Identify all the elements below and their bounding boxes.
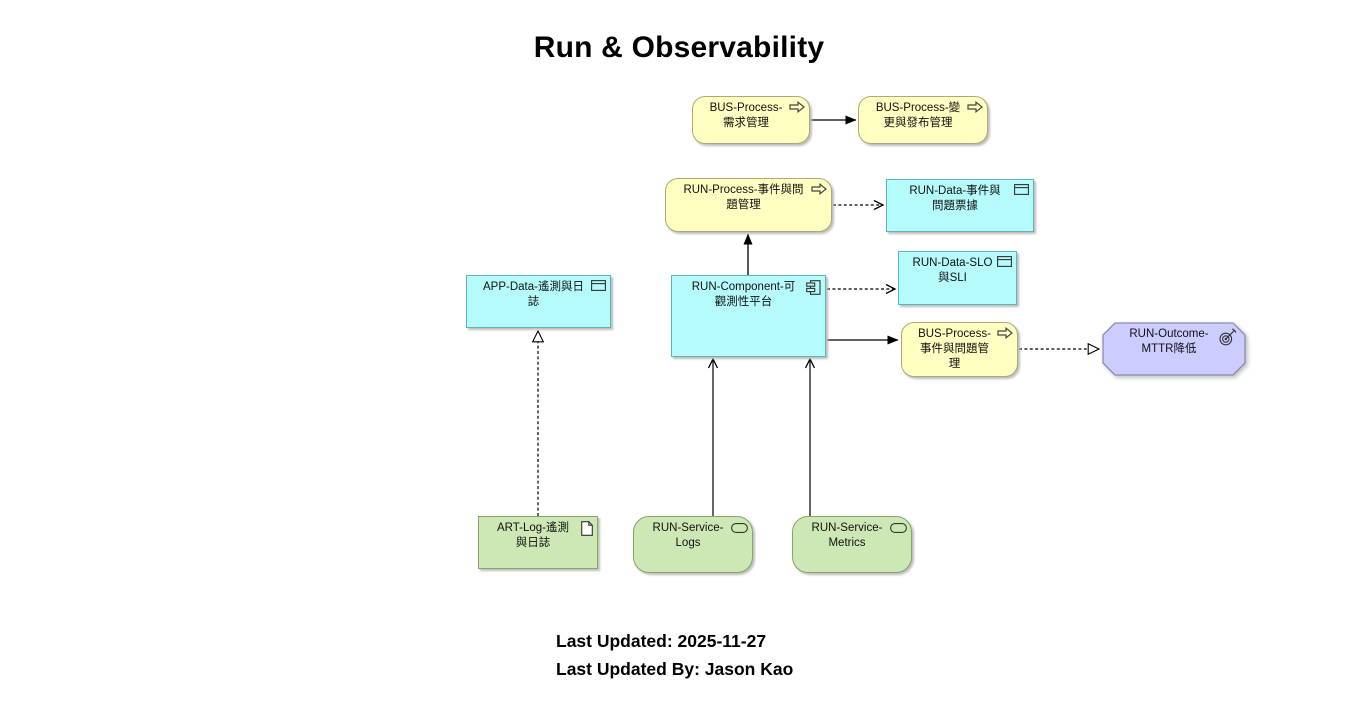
last-updated-by-text: Last Updated By: Jason Kao <box>556 659 794 679</box>
node-run-data-slo-sli[interactable]: RUN-Data-SLO 與SLI <box>898 251 1017 305</box>
node-run-service-metrics[interactable]: RUN-Service- Metrics <box>792 516 912 573</box>
node-label: BUS-Process- 需求管理 <box>709 102 783 129</box>
node-bus-process-demand[interactable]: BUS-Process- 需求管理 <box>692 96 810 144</box>
service-icon <box>731 523 748 533</box>
node-label: RUN-Component-可 觀測性平台 <box>691 281 796 308</box>
process-arrow-icon <box>811 182 827 196</box>
node-label: RUN-Service- Metrics <box>811 522 883 549</box>
node-label: BUS-Process-變 更與發布管理 <box>875 102 961 129</box>
node-art-log-telemetry-logs[interactable]: ART-Log-遙測 與日誌 <box>478 516 598 569</box>
node-label: APP-Data-遙測與日 誌 <box>483 281 584 308</box>
node-app-data-telemetry-logs[interactable]: APP-Data-遙測與日 誌 <box>466 275 611 328</box>
service-icon <box>890 523 907 533</box>
process-arrow-icon <box>967 100 983 114</box>
node-bus-process-change-release[interactable]: BUS-Process-變 更與發布管理 <box>858 96 988 144</box>
node-run-data-ticket[interactable]: RUN-Data-事件與 問題票據 <box>886 179 1034 232</box>
artifact-icon <box>581 521 593 536</box>
node-label: ART-Log-遙測 與日誌 <box>496 522 569 549</box>
data-object-icon <box>997 256 1012 267</box>
page-title: Run & Observability <box>533 31 825 64</box>
node-bus-process-incident-problem[interactable]: BUS-Process- 事件與問題管 理 <box>901 322 1018 377</box>
node-label: RUN-Process-事件與問 題管理 <box>683 184 804 211</box>
node-label: BUS-Process- 事件與問題管 理 <box>918 328 991 370</box>
node-label: RUN-Data-事件與 問題票據 <box>909 185 1001 212</box>
node-run-component-observability-platform[interactable]: RUN-Component-可 觀測性平台 <box>671 275 826 357</box>
outcome-target-icon <box>1219 328 1237 346</box>
last-updated-text: Last Updated: 2025-11-27 <box>556 631 767 651</box>
node-run-outcome-mttr[interactable]: RUN-Outcome- MTTR降低 <box>1102 322 1246 376</box>
outcome-shape <box>1102 322 1246 376</box>
process-arrow-icon <box>789 100 805 114</box>
component-icon <box>806 280 821 295</box>
node-run-service-logs[interactable]: RUN-Service- Logs <box>633 516 753 573</box>
data-object-icon <box>1014 184 1029 195</box>
process-arrow-icon <box>997 326 1013 340</box>
node-label: RUN-Outcome- MTTR降低 <box>1129 328 1209 355</box>
data-object-icon <box>591 280 606 291</box>
node-run-process-incident-problem[interactable]: RUN-Process-事件與問 題管理 <box>665 178 832 232</box>
node-label: RUN-Data-SLO 與SLI <box>912 257 993 284</box>
node-label: RUN-Service- Logs <box>652 522 724 549</box>
